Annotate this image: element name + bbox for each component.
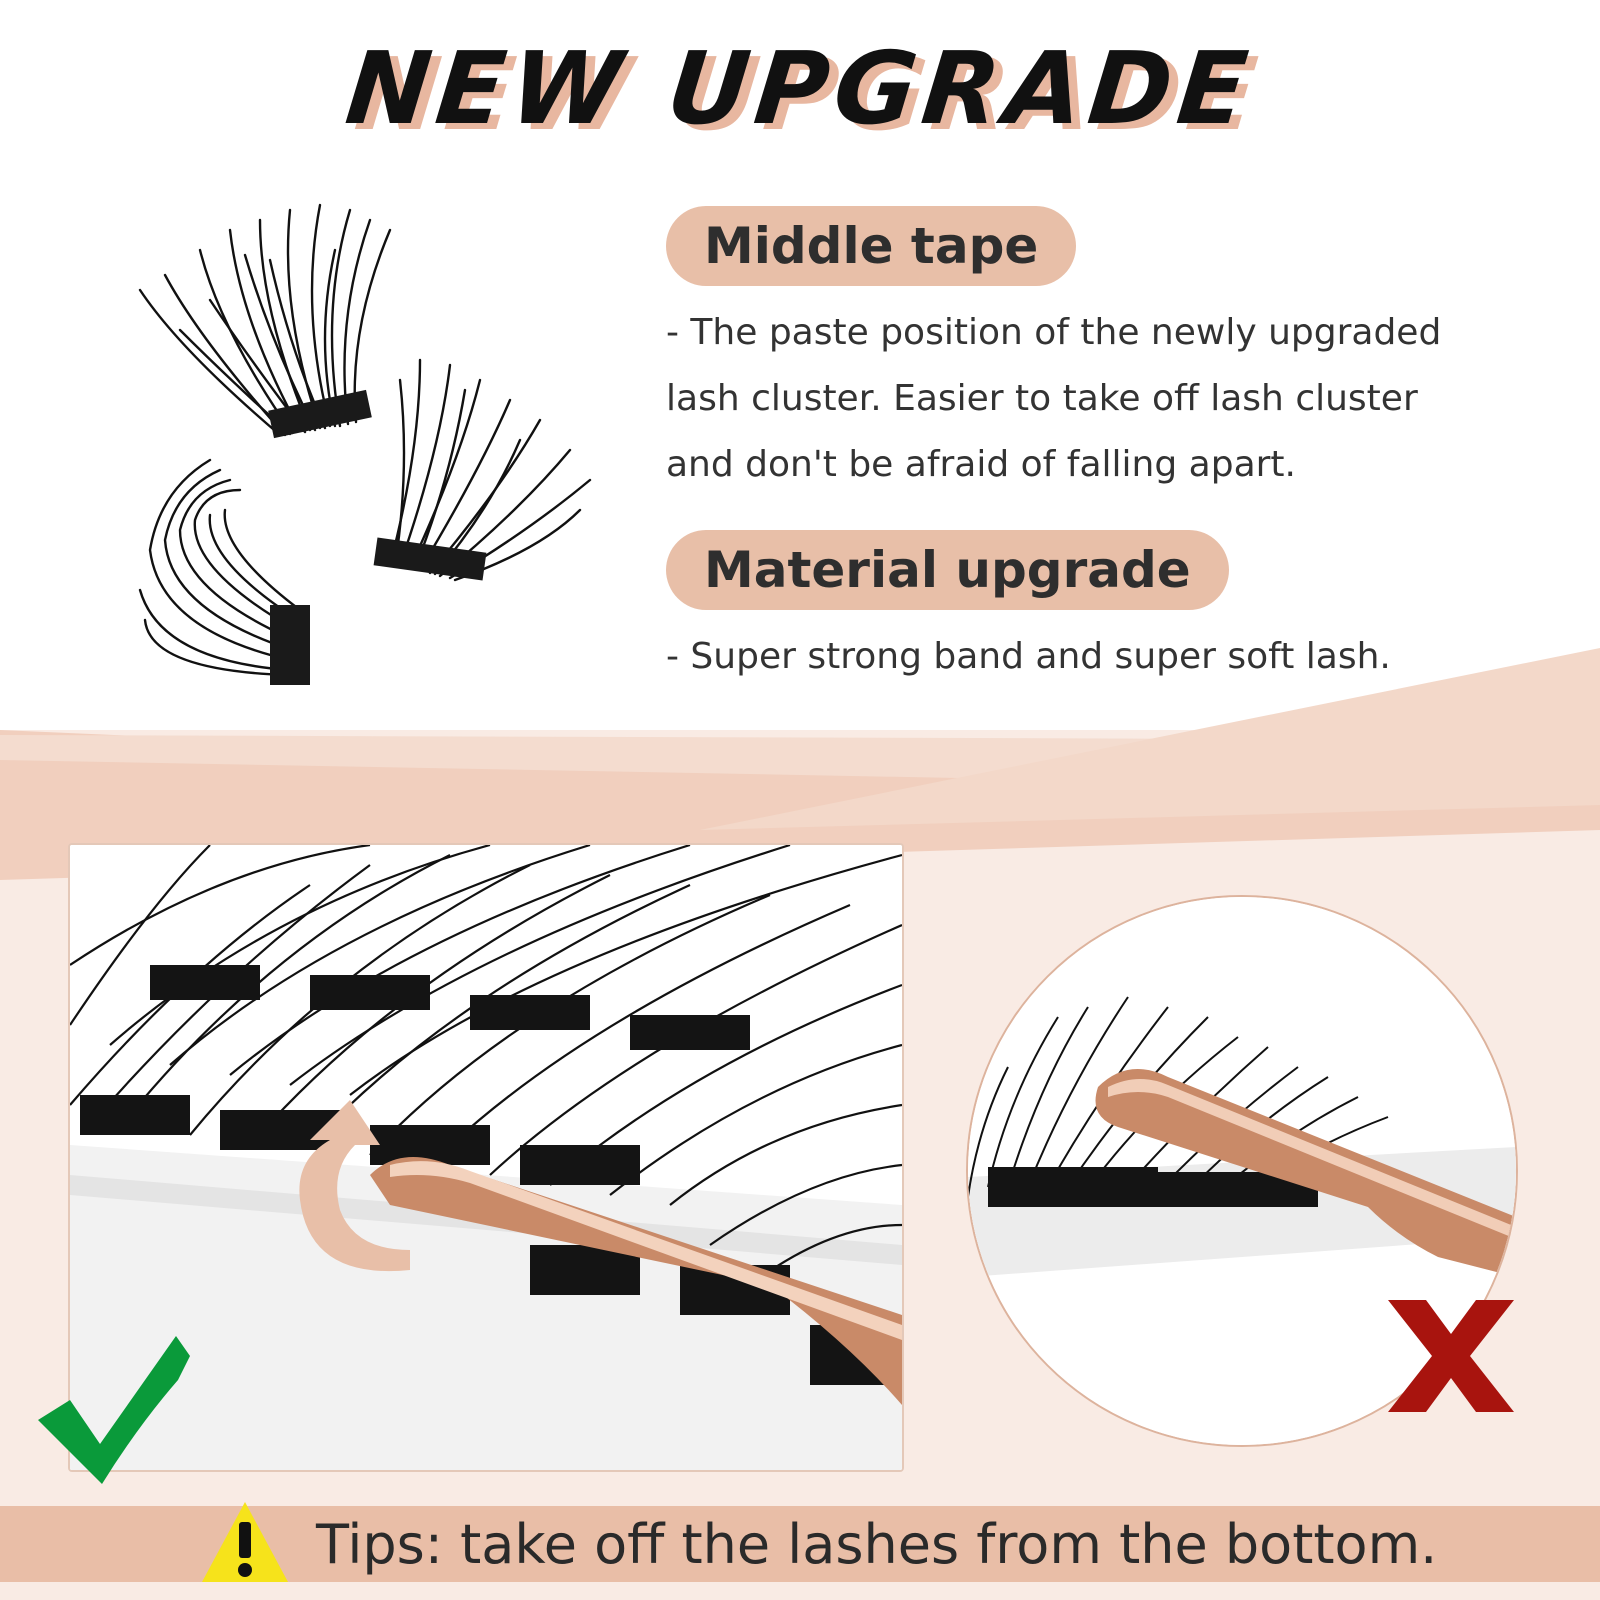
tweezer-closeup [1095,1069,1516,1277]
checkmark-icon [38,1336,190,1484]
feature-desc-line: lash cluster. Easier to take off lash cl… [666,378,1418,419]
correct-removal-photo [68,843,904,1472]
feature-title-material-upgrade: Material upgrade [666,530,1229,610]
lash-band-left [270,605,310,685]
feature-desc-line: - The paste position of the newly upgrad… [666,312,1442,353]
feature-title-middle-tape: Middle tape [666,206,1077,286]
headline-container: NEW UPGRADE NEW UPGRADE [0,30,1600,153]
feature-desc-material-upgrade: - Super strong band and super soft lash. [666,624,1391,690]
lash-tray-image [70,845,902,1470]
headline-text: NEW UPGRADE [341,30,1259,147]
curved-arrow-icon [299,1100,410,1272]
wrong-removal-photo [966,895,1518,1447]
lash-clusters-image [138,203,592,685]
tips-text: Tips: take off the lashes from the botto… [316,1513,1438,1576]
feature-desc-line: and don't be afraid of falling apart. [666,444,1296,485]
headline: NEW UPGRADE NEW UPGRADE [341,30,1268,153]
x-mark-icon [1388,1300,1514,1412]
feature-desc-middle-tape: - The paste position of the newly upgrad… [666,300,1441,498]
warning-icon [202,1502,288,1582]
feature-desc-line: - Super strong band and super soft lash. [666,636,1391,677]
lash-strip-closeup-image [968,897,1516,1445]
lash-band-top [268,389,372,439]
lash-band-right [373,537,487,581]
tweezer-image [370,1157,902,1405]
